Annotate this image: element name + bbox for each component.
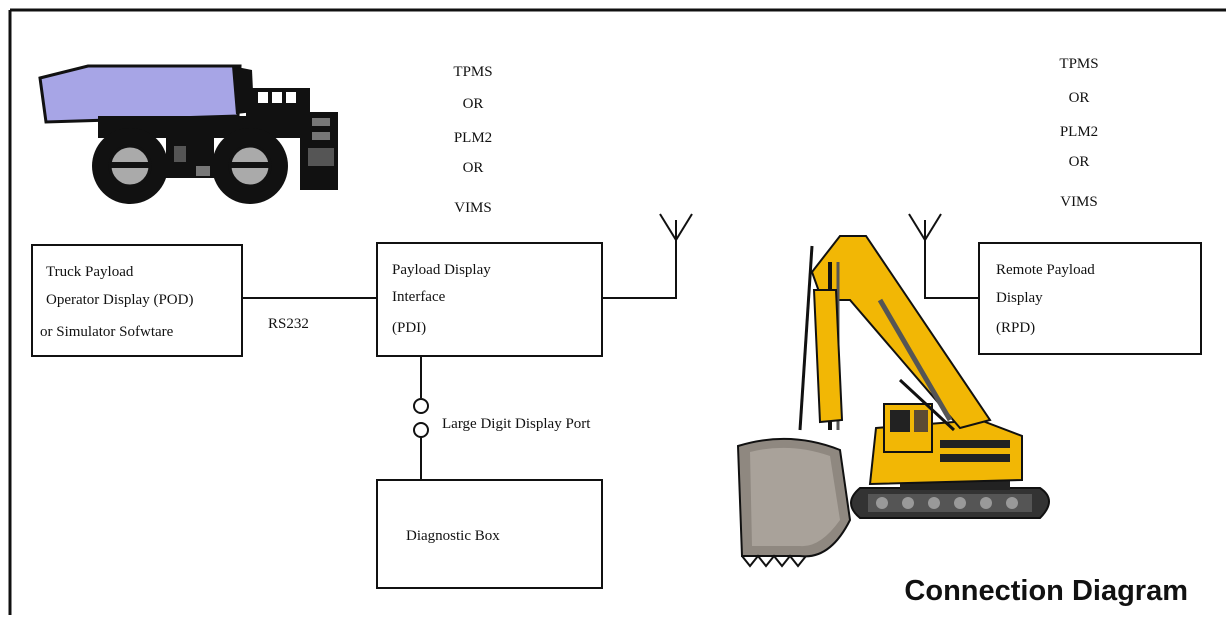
diagnostic-box-label: Diagnostic Box — [406, 528, 500, 544]
pdi-box-line: Payload Display — [392, 262, 491, 278]
diagram-title: Connection Diagram — [904, 575, 1188, 607]
pdi-option: OR — [463, 160, 484, 176]
rpd-option: PLM2 — [1060, 124, 1098, 140]
rpd-option: TPMS — [1059, 56, 1098, 72]
excavator-icon — [736, 235, 1050, 568]
rs232-label: RS232 — [268, 316, 309, 332]
pdi-box: Payload Display Interface (PDI) — [376, 242, 603, 357]
rpd-option: OR — [1069, 154, 1090, 170]
pdi-option: TPMS — [453, 64, 492, 80]
pdi-box-line: Interface — [392, 289, 446, 305]
antenna-icon — [908, 213, 979, 299]
pod-box-line: Operator Display (POD) — [46, 292, 193, 308]
port-label: Large Digit Display Port — [442, 416, 591, 432]
diagnostic-box: Diagnostic Box — [376, 479, 603, 589]
pdi-option: PLM2 — [454, 130, 492, 146]
haul-truck-icon — [38, 64, 338, 204]
pdi-option: VIMS — [454, 200, 492, 216]
rpd-box-line: (RPD) — [996, 320, 1035, 336]
rpd-box-line: Display — [996, 290, 1043, 306]
rpd-box-line: Remote Payload — [996, 262, 1095, 278]
pdi-options: TPMS OR PLM2 OR VIMS — [453, 64, 492, 216]
rpd-options: TPMS OR PLM2 OR VIMS — [1059, 56, 1098, 210]
pdi-box-line: (PDI) — [392, 320, 426, 336]
antenna-icon — [602, 213, 693, 299]
pod-box-line: Truck Payload — [46, 264, 134, 280]
rpd-option: OR — [1069, 90, 1090, 106]
pdi-option: OR — [463, 96, 484, 112]
pod-box: Truck Payload Operator Display (POD) or … — [31, 244, 243, 357]
frame — [8, 8, 1226, 615]
pod-box-line: or Simulator Sofwtare — [40, 324, 174, 340]
rpd-box: Remote Payload Display (RPD) — [978, 242, 1202, 355]
rpd-option: VIMS — [1060, 194, 1098, 210]
large-digit-port-connector — [413, 356, 429, 480]
